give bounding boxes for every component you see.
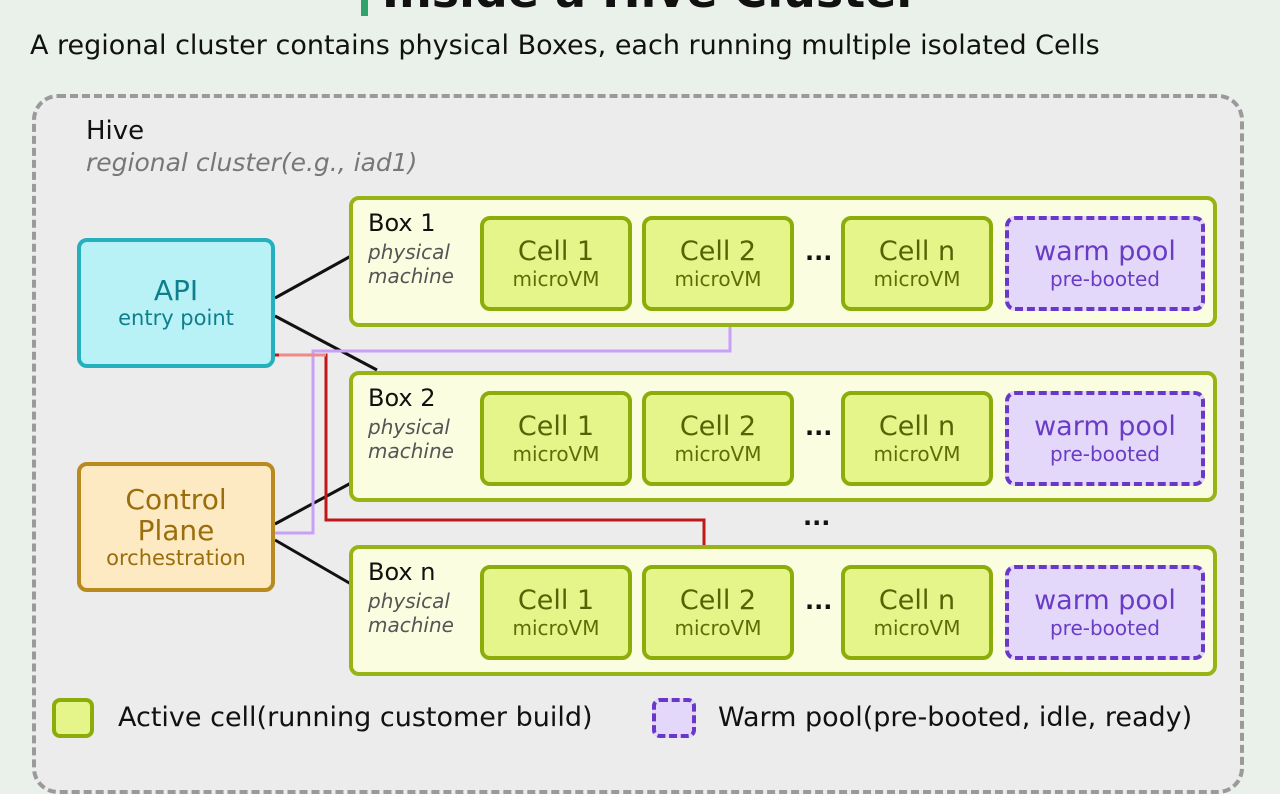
cp-boxn-line <box>274 538 352 586</box>
legend-warm-label: Warm pool(pre-booted, idle, ready) <box>718 702 1193 733</box>
control-plane-description: orchestration <box>106 545 246 570</box>
warm-pool-label: warm pool <box>1034 584 1176 616</box>
box-label: Box n <box>368 558 436 586</box>
boxes-ellipsis: ... <box>803 503 831 531</box>
cells-ellipsis: ... <box>805 238 833 266</box>
api-label: API <box>153 274 199 307</box>
box-desc-line1: physical <box>368 589 450 613</box>
cell-type: microVM <box>512 615 600 640</box>
cell-label: Cell 2 <box>679 235 757 267</box>
hive-label: Hive <box>86 116 145 146</box>
legend-active-label: Active cell(running customer build) <box>118 702 593 733</box>
connector-lines <box>274 254 732 586</box>
warm-pool-description: pre-booted <box>1049 266 1160 291</box>
diagram-subtitle: A regional cluster contains physical Box… <box>30 30 1100 61</box>
control-plane-node: Control Plane orchestration <box>77 462 275 592</box>
cell-type: microVM <box>512 266 600 291</box>
api-description: entry point <box>118 306 234 330</box>
cell-label: Cell 1 <box>517 235 595 267</box>
cells-ellipsis: ... <box>805 413 833 441</box>
box-label: Box 1 <box>368 209 436 237</box>
cell-type: microVM <box>873 441 961 466</box>
control-plane-label-line1: Control <box>125 482 227 516</box>
warm-pool-description: pre-booted <box>1049 615 1160 640</box>
cell-type: microVM <box>873 615 961 640</box>
control-plane-label-line2: Plane <box>137 513 215 547</box>
diagram-title: Inside a Hive Cluster <box>0 0 1280 16</box>
warm-pool-label: warm pool <box>1034 410 1176 442</box>
cell-type: microVM <box>512 441 600 466</box>
hive-description: regional cluster(e.g., iad1) <box>86 148 418 177</box>
title-accent-bar <box>360 0 368 16</box>
box-desc-line2: machine <box>368 613 454 637</box>
cell-type: microVM <box>674 615 762 640</box>
warm-pool-description: pre-booted <box>1049 441 1160 466</box>
box-desc-line1: physical <box>368 240 450 264</box>
cells-ellipsis: ... <box>805 587 833 615</box>
cell-label: Cell 1 <box>517 584 595 616</box>
api-box1-line <box>274 254 352 300</box>
legend-warm-swatch <box>652 698 696 738</box>
cell-label: Cell 2 <box>679 584 757 616</box>
api-box2-line <box>274 314 378 372</box>
cell-label: Cell n <box>878 235 956 267</box>
cell-type: microVM <box>674 441 762 466</box>
box-desc-line2: machine <box>368 439 454 463</box>
api-node: API entry point <box>77 238 275 368</box>
route-to-box1-cell2-line <box>275 326 732 535</box>
cell-label: Cell n <box>878 410 956 442</box>
box-desc-line1: physical <box>368 415 450 439</box>
cell-label: Cell 2 <box>679 410 757 442</box>
cell-label: Cell n <box>878 584 956 616</box>
cell-type: microVM <box>674 266 762 291</box>
legend-active-swatch <box>52 698 94 738</box>
cell-type: microVM <box>873 266 961 291</box>
box-desc-line2: machine <box>368 264 454 288</box>
warm-pool-label: warm pool <box>1034 235 1176 267</box>
title-text: Inside a Hive Cluster <box>382 0 919 18</box>
cell-label: Cell 1 <box>517 410 595 442</box>
box-label: Box 2 <box>368 384 436 412</box>
